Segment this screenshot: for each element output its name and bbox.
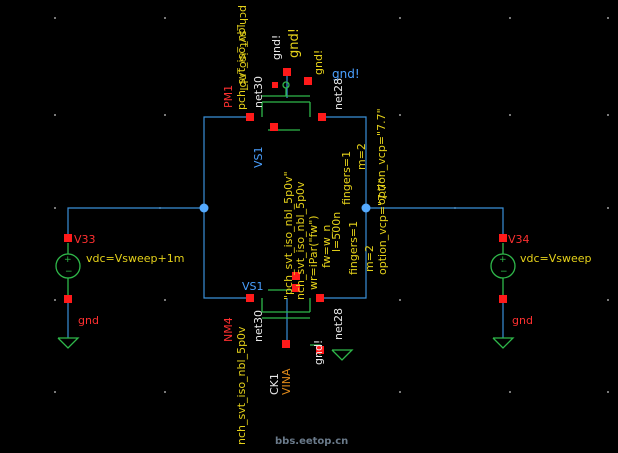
pm1-gnd-a: gnd! [270,35,283,60]
svg-text:+: + [64,255,72,265]
property-overlay: "pch_svt_iso_nbl_5p0v" nch_svt_iso_nbl_5… [282,108,389,300]
v34-source[interactable]: + − [490,243,516,349]
top-model-label: pch_svt_iso_nbl [237,5,250,91]
overlay-line4: m=2 [355,143,368,170]
nm4-model: nch_svt_iso_nbl_5p0v [235,326,248,445]
v33-param: vdc=Vsweep+1m [86,252,184,265]
nm4-gnd: gnd! [312,340,325,365]
svg-text:−: − [500,267,508,277]
nm4-vin: VINA [280,368,293,395]
nm4-net-left: net30 [252,310,265,342]
nm4-vs: VS1 [242,280,264,293]
pm1-gnd-b: gnd! [287,28,302,58]
overlay-line3: fingers=1 [340,151,353,205]
v34-gnd: gnd [512,314,533,327]
nm4-ck: CK1 [268,373,281,395]
overlay-line11: option_vcp="7.7" [376,178,389,275]
svg-text:−: − [65,267,73,277]
pm1-net-right: net28 [332,78,345,110]
overlay-line6: wr=iPar("fw") [307,215,320,290]
v33-name: V33 [74,233,96,246]
v34-param: vdc=Vsweep [520,252,592,265]
pm1-vs: VS1 [252,146,265,168]
pm1-model: pch_svt_iso_nbl [235,24,248,110]
overlay-line7: fw=w_n [320,225,333,268]
watermark: bbs.eetop.cn [275,436,348,447]
pm1-net-left: net30 [252,76,265,108]
junction-right [361,203,371,213]
overlay-line9: fingers=1 [347,221,360,275]
overlay-line1: "pch_svt_iso_nbl_5p0v" [282,171,295,300]
pm1-gnd-d: gnd! [332,67,360,81]
nm4-name: NM4 [222,317,235,342]
nm4-net-right: net28 [332,308,345,340]
pins [64,68,507,354]
pm1-name: PM1 [222,85,235,108]
svg-text:+: + [499,255,507,265]
overlay-line5: option_vcp="7.7" [375,108,388,205]
junction-left [199,203,209,213]
pm1-gnd-c: gnd! [312,50,325,75]
v34-name: V34 [508,233,530,246]
overlay-line10: m=2 [363,245,376,272]
overlay-line2: nch_svt_iso_nbl_5p0v [294,181,307,300]
overlay-line8: l=500n [330,212,343,252]
pm1-transistor[interactable] [261,81,311,131]
v33-gnd: gnd [78,314,99,327]
v33-source[interactable]: + − [55,243,81,349]
